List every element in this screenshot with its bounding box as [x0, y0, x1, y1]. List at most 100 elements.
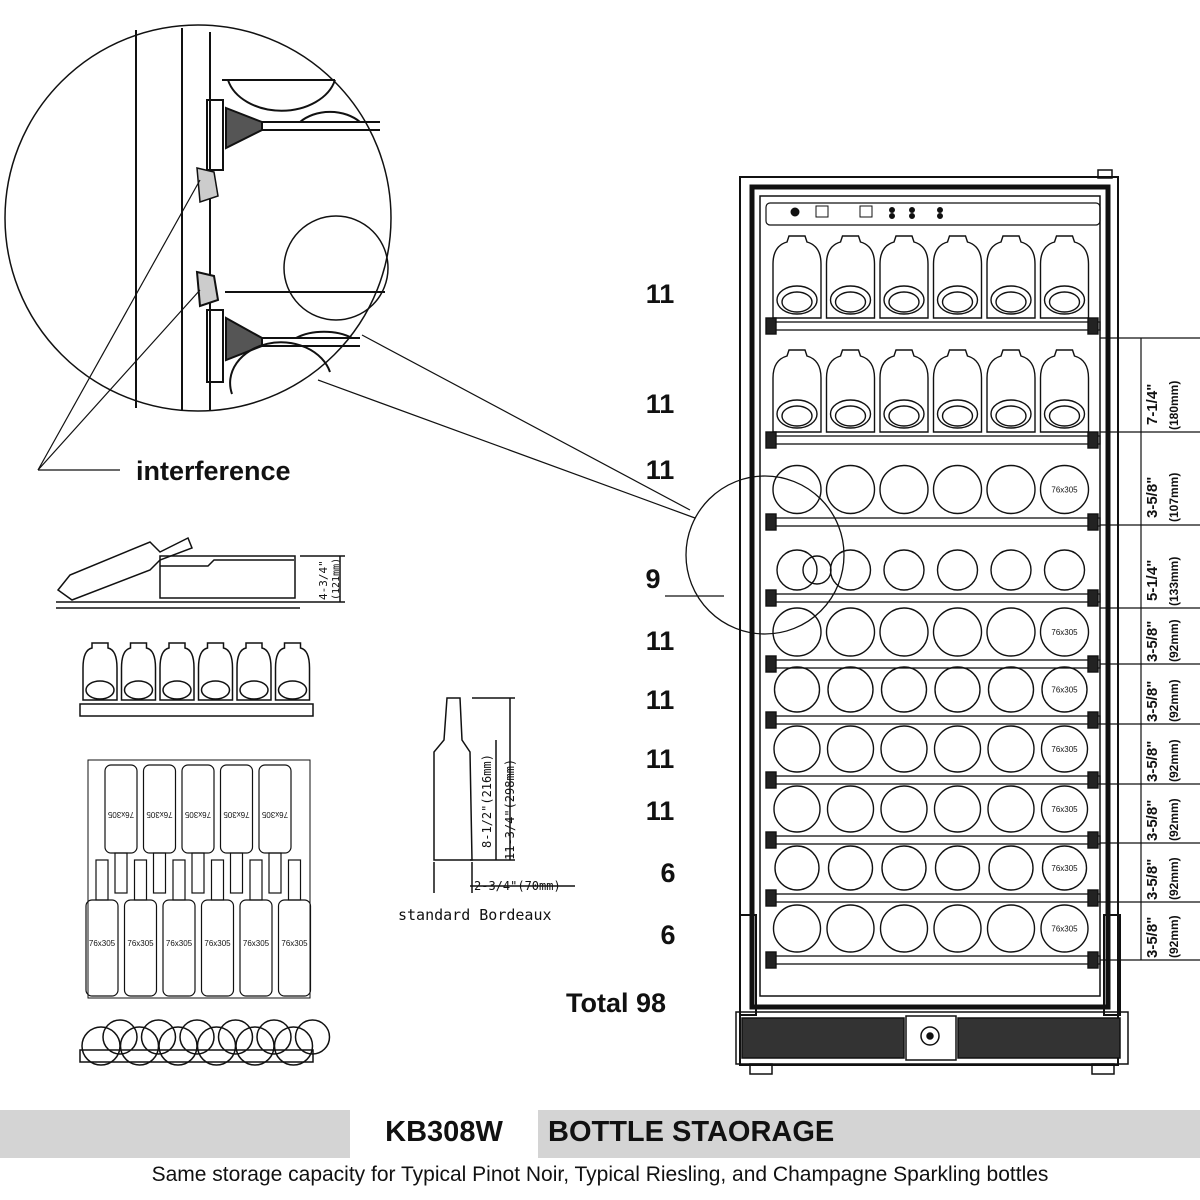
svg-text:76x305: 76x305	[184, 810, 211, 819]
bottle-height-total-label: 11-3/4"(298mm)	[503, 758, 517, 860]
model-label: KB308W	[385, 1116, 503, 1148]
cooler-bottle-round: 76x305	[1040, 904, 1089, 953]
indicator-dot	[937, 213, 943, 219]
dimension-4-mm: (92mm)	[1166, 619, 1182, 662]
cooler-bottle-round	[773, 725, 821, 773]
shelf-count-4: 9	[645, 564, 661, 594]
shelf-rail	[769, 715, 1101, 725]
dimension-7-mm-value: (92mm)	[1167, 798, 1181, 841]
svg-text:76x305: 76x305	[127, 939, 154, 948]
dimension-7: 3-5/8"	[1144, 800, 1161, 841]
dimension-3-mm: (133mm)	[1166, 557, 1182, 606]
cooler-bottle-round	[879, 904, 929, 953]
cooler-bottle-round	[881, 845, 927, 891]
cooler-bottle-round: 76x305	[1040, 725, 1089, 773]
interference-detail-circle	[4, 24, 392, 412]
shelf-front-view-round	[79, 1019, 331, 1066]
cooler-bottle-round: 76x305	[1039, 607, 1090, 657]
topview-bottle-lower: 76x305	[200, 859, 235, 997]
power-icon	[790, 207, 800, 217]
svg-text:76x305: 76x305	[1051, 745, 1078, 754]
neck-bottle	[82, 642, 118, 701]
svg-text:76x305: 76x305	[1051, 864, 1078, 873]
dimension-1-mm: (180mm)	[1166, 381, 1182, 430]
cooler-bottle-neck	[879, 349, 929, 433]
topview-bottle-upper: 76x305	[104, 764, 138, 894]
cooler-bottle-round	[879, 464, 929, 515]
neck-bottle	[274, 642, 311, 701]
control-panel	[790, 205, 943, 219]
shelf-bracket	[765, 655, 777, 673]
dimension-9-in: 3-5/8"	[1144, 916, 1161, 958]
cooler-bottle-neck	[825, 349, 876, 433]
cooler-bottle-round: 76x305	[1039, 464, 1090, 515]
zoom-leader-lines	[317, 334, 696, 519]
detail-shelf-lower	[195, 270, 385, 395]
cooler-bottle-round	[988, 845, 1034, 891]
shelf-bracket	[765, 589, 777, 607]
dimension-2-mm-value: (107mm)	[1167, 472, 1181, 522]
shelf-rail	[769, 893, 1101, 903]
cooler-bottle-round	[986, 464, 1036, 515]
shelf-rail	[769, 321, 1101, 331]
cooler-bottle-round	[825, 464, 876, 515]
topview-bottle-lower: 76x305	[162, 859, 196, 997]
wine-cooler: 76x30576x30576x30576x30576x30576x30576x3…	[665, 169, 1129, 1075]
dimension-5-in: 3-5/8"	[1144, 680, 1161, 722]
shelf-bracket	[765, 317, 777, 335]
shelf-count-10: 6	[660, 920, 676, 950]
round-bottle	[81, 1019, 138, 1066]
cooler-bottle-round	[986, 904, 1036, 953]
dimension-8-mm-value: (92mm)	[1167, 857, 1181, 900]
indicator-dot	[909, 213, 915, 219]
topview-bottle-lower: 76x305	[277, 859, 312, 997]
cooler-bottle-round	[987, 725, 1035, 773]
topview-bottle-lower: 76x305	[85, 859, 119, 997]
cooler-bottle-neck	[986, 235, 1036, 319]
cooler-bottle-round	[986, 607, 1036, 657]
shelf-count-8: 11	[645, 796, 675, 826]
interference-label: interference	[136, 456, 291, 486]
detail-bumper-upper	[196, 167, 219, 204]
shelf-rail	[769, 517, 1101, 527]
svg-text:76x305: 76x305	[146, 810, 173, 819]
shelf-bracket	[1087, 589, 1099, 607]
neck-bottle	[159, 642, 195, 701]
cooler-bottle-round	[990, 549, 1032, 591]
cooler-bottle-round	[772, 904, 822, 953]
detail-bottle-circle	[283, 215, 389, 321]
dimension-6: 3-5/8"	[1144, 741, 1161, 782]
indicator-dot	[889, 213, 895, 219]
standard-bordeaux-label: standard Bordeaux	[398, 906, 552, 924]
cooler-bottle-round	[773, 785, 821, 833]
svg-text:76x305: 76x305	[1051, 486, 1078, 495]
round-bottle	[119, 1019, 177, 1066]
shelf-count-5: 11	[645, 626, 675, 656]
svg-text:76x305: 76x305	[261, 810, 288, 819]
cooler-bottle-neck	[772, 349, 822, 433]
interference-pointers	[37, 179, 201, 471]
shelf-bracket	[1087, 655, 1099, 673]
dimension-4-mm-value: (92mm)	[1167, 619, 1181, 662]
footer-band	[0, 1110, 1200, 1158]
shelf-bracket	[765, 889, 777, 907]
shelf-bracket	[765, 513, 777, 531]
shelf-bracket	[1087, 431, 1099, 449]
cooler-bottle-neck	[986, 349, 1036, 433]
dimension-5-mm-value: (92mm)	[1167, 679, 1181, 722]
shelf-bracket	[1087, 711, 1099, 729]
svg-text:76x305: 76x305	[89, 939, 116, 948]
cooler-bottle-round	[932, 607, 983, 657]
cooler-bottle-neck	[932, 235, 983, 319]
dimension-9: 3-5/8"	[1144, 916, 1161, 958]
round-bottle	[196, 1019, 254, 1066]
cooler-bottle-round	[933, 904, 982, 953]
cooler-bottle-round	[1043, 549, 1086, 591]
cooler-bottle-round	[880, 785, 928, 833]
cooler-bottle-round	[773, 666, 821, 713]
cooler-bottle-neck	[879, 235, 929, 319]
cooler-bottle-round	[987, 785, 1035, 833]
topview-bottle-upper: 76x305	[142, 764, 177, 894]
